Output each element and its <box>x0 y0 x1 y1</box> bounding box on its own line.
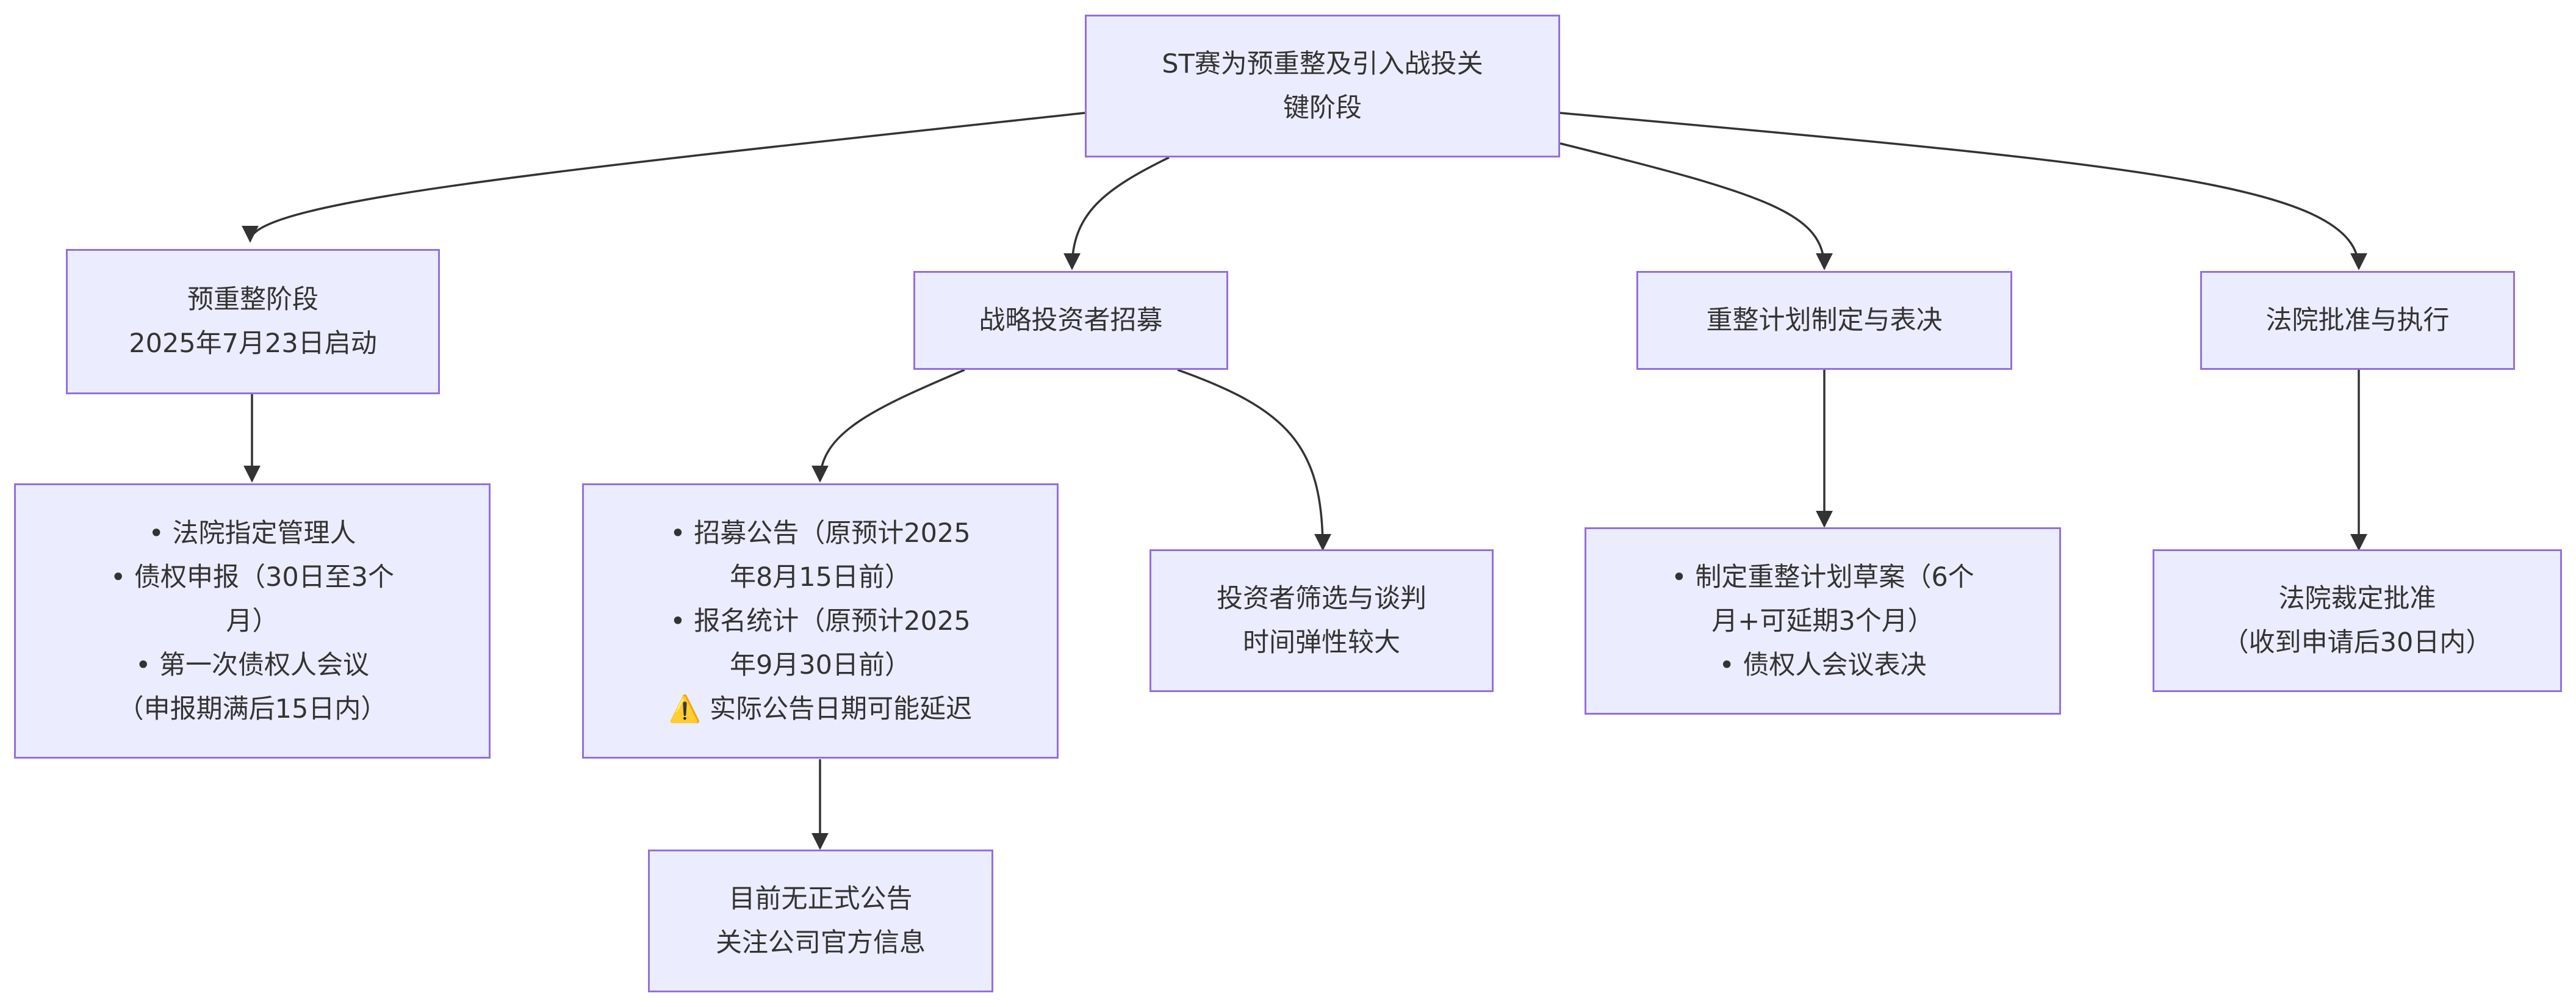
edge-root-to-stage1 <box>242 112 1085 243</box>
node-stage4-detail: 法院裁定批准 （收到申请后30日内） <box>2153 549 2562 692</box>
node-stage3-detail-line-3: • 债权人会议表决 <box>1719 649 1927 680</box>
node-root-line-1: ST赛为预重整及引入战投关 <box>1162 49 1483 79</box>
node-stage3-detail-line-2: 月+可延期3个月） <box>1711 605 1934 637</box>
node-stage2-note-line-1: 目前无正式公告 <box>729 884 913 914</box>
node-stage3-detail: • 制定重整计划草案（6个 月+可延期3个月） • 债权人会议表决 <box>1585 527 2061 715</box>
node-stage2-detail-line-2: 年8月15日前） <box>729 561 912 593</box>
node-stage1-detail-line-2: • 债权申报（30日至3个 <box>110 561 395 593</box>
edge-stage2-to-detail <box>811 369 965 483</box>
node-stage2-note: 目前无正式公告 关注公司官方信息 <box>648 850 993 992</box>
node-stage3-detail-line-1: • 制定重整计划草案（6个 <box>1671 561 1974 593</box>
node-stage2-line-1: 战略投资者招募 <box>979 305 1163 336</box>
node-root: ST赛为预重整及引入战投关 键阶段 <box>1085 15 1560 157</box>
node-stage2: 战略投资者招募 <box>913 271 1228 370</box>
node-stage2-negotiation-line-1: 投资者筛选与谈判 <box>1217 583 1427 614</box>
edge-root-to-stage3 <box>1560 142 1833 270</box>
node-stage1: 预重整阶段 2025年7月23日启动 <box>66 249 440 394</box>
edge-root-to-stage4 <box>1560 112 2367 270</box>
node-stage3: 重整计划制定与表决 <box>1636 271 2012 370</box>
node-stage4: 法院批准与执行 <box>2200 271 2515 370</box>
node-stage3-line-1: 重整计划制定与表决 <box>1706 305 1943 336</box>
node-stage2-detail-line-4: 年9月30日前） <box>729 649 912 680</box>
node-stage2-detail: • 招募公告（原预计2025 年8月15日前） • 报名统计（原预计2025 年… <box>582 483 1059 759</box>
node-stage4-line-1: 法院批准与执行 <box>2265 305 2450 336</box>
node-stage2-note-line-2: 关注公司官方信息 <box>716 928 926 958</box>
node-stage1-detail-line-4: • 第一次债权人会议 <box>135 649 370 680</box>
node-stage2-negotiation: 投资者筛选与谈判 时间弹性较大 <box>1149 549 1494 692</box>
node-stage1-detail-line-3: 月） <box>226 605 279 637</box>
node-stage1-detail-line-5: （申报期满后15日内） <box>117 693 387 724</box>
node-stage4-detail-line-2: （收到申请后30日内） <box>2222 627 2492 658</box>
node-stage2-detail-line-5: ⚠️ 实际公告日期可能延迟 <box>668 693 973 724</box>
node-stage1-detail: • 法院指定管理人 • 债权申报（30日至3个 月） • 第一次债权人会议 （申… <box>14 483 491 759</box>
node-stage1-detail-line-1: • 法院指定管理人 <box>148 518 356 549</box>
edge-stage2-to-negotiation <box>1177 369 1331 551</box>
node-stage2-detail-line-3: • 报名统计（原预计2025 <box>670 605 971 637</box>
node-stage1-line-2: 2025年7月23日启动 <box>129 328 377 359</box>
node-root-line-2: 键阶段 <box>1283 93 1362 123</box>
node-stage2-detail-line-1: • 招募公告（原预计2025 <box>670 518 971 549</box>
node-stage2-negotiation-line-2: 时间弹性较大 <box>1243 627 1400 658</box>
node-stage1-line-1: 预重整阶段 <box>187 284 318 315</box>
node-stage4-detail-line-1: 法院裁定批准 <box>2278 583 2436 614</box>
edge-root-to-stage2 <box>1063 156 1170 270</box>
